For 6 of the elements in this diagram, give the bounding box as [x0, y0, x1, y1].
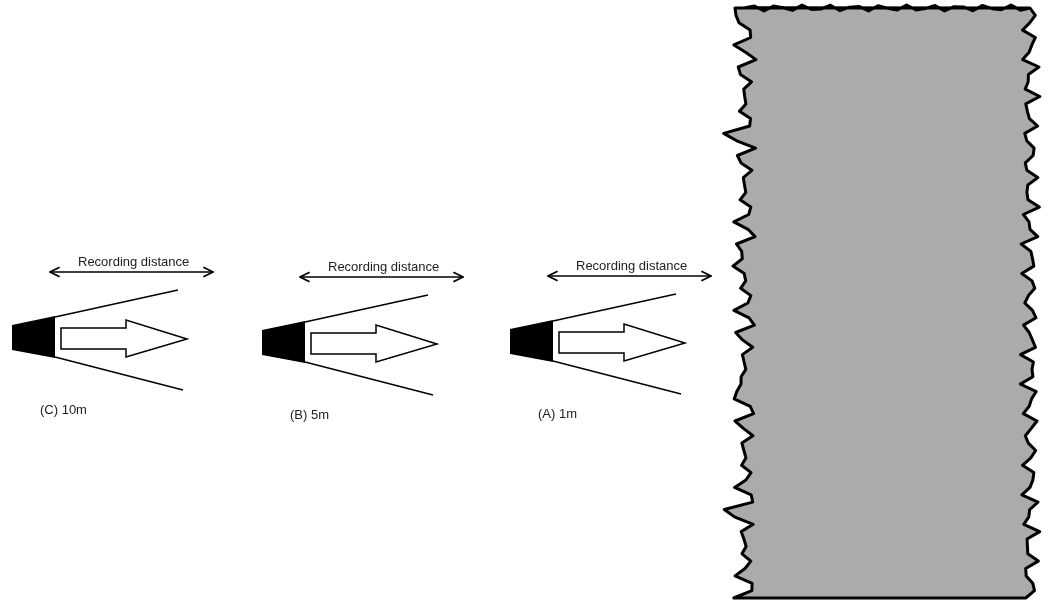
distance-caption: (B) 5m [290, 406, 329, 424]
distance-label: Recording distance [328, 258, 440, 276]
distance-caption: (C) 10m [40, 401, 87, 419]
distance-caption: (A) 1m [538, 405, 577, 423]
distance-label: Recording distance [576, 257, 688, 275]
distance-label: Recording distance [78, 253, 190, 271]
